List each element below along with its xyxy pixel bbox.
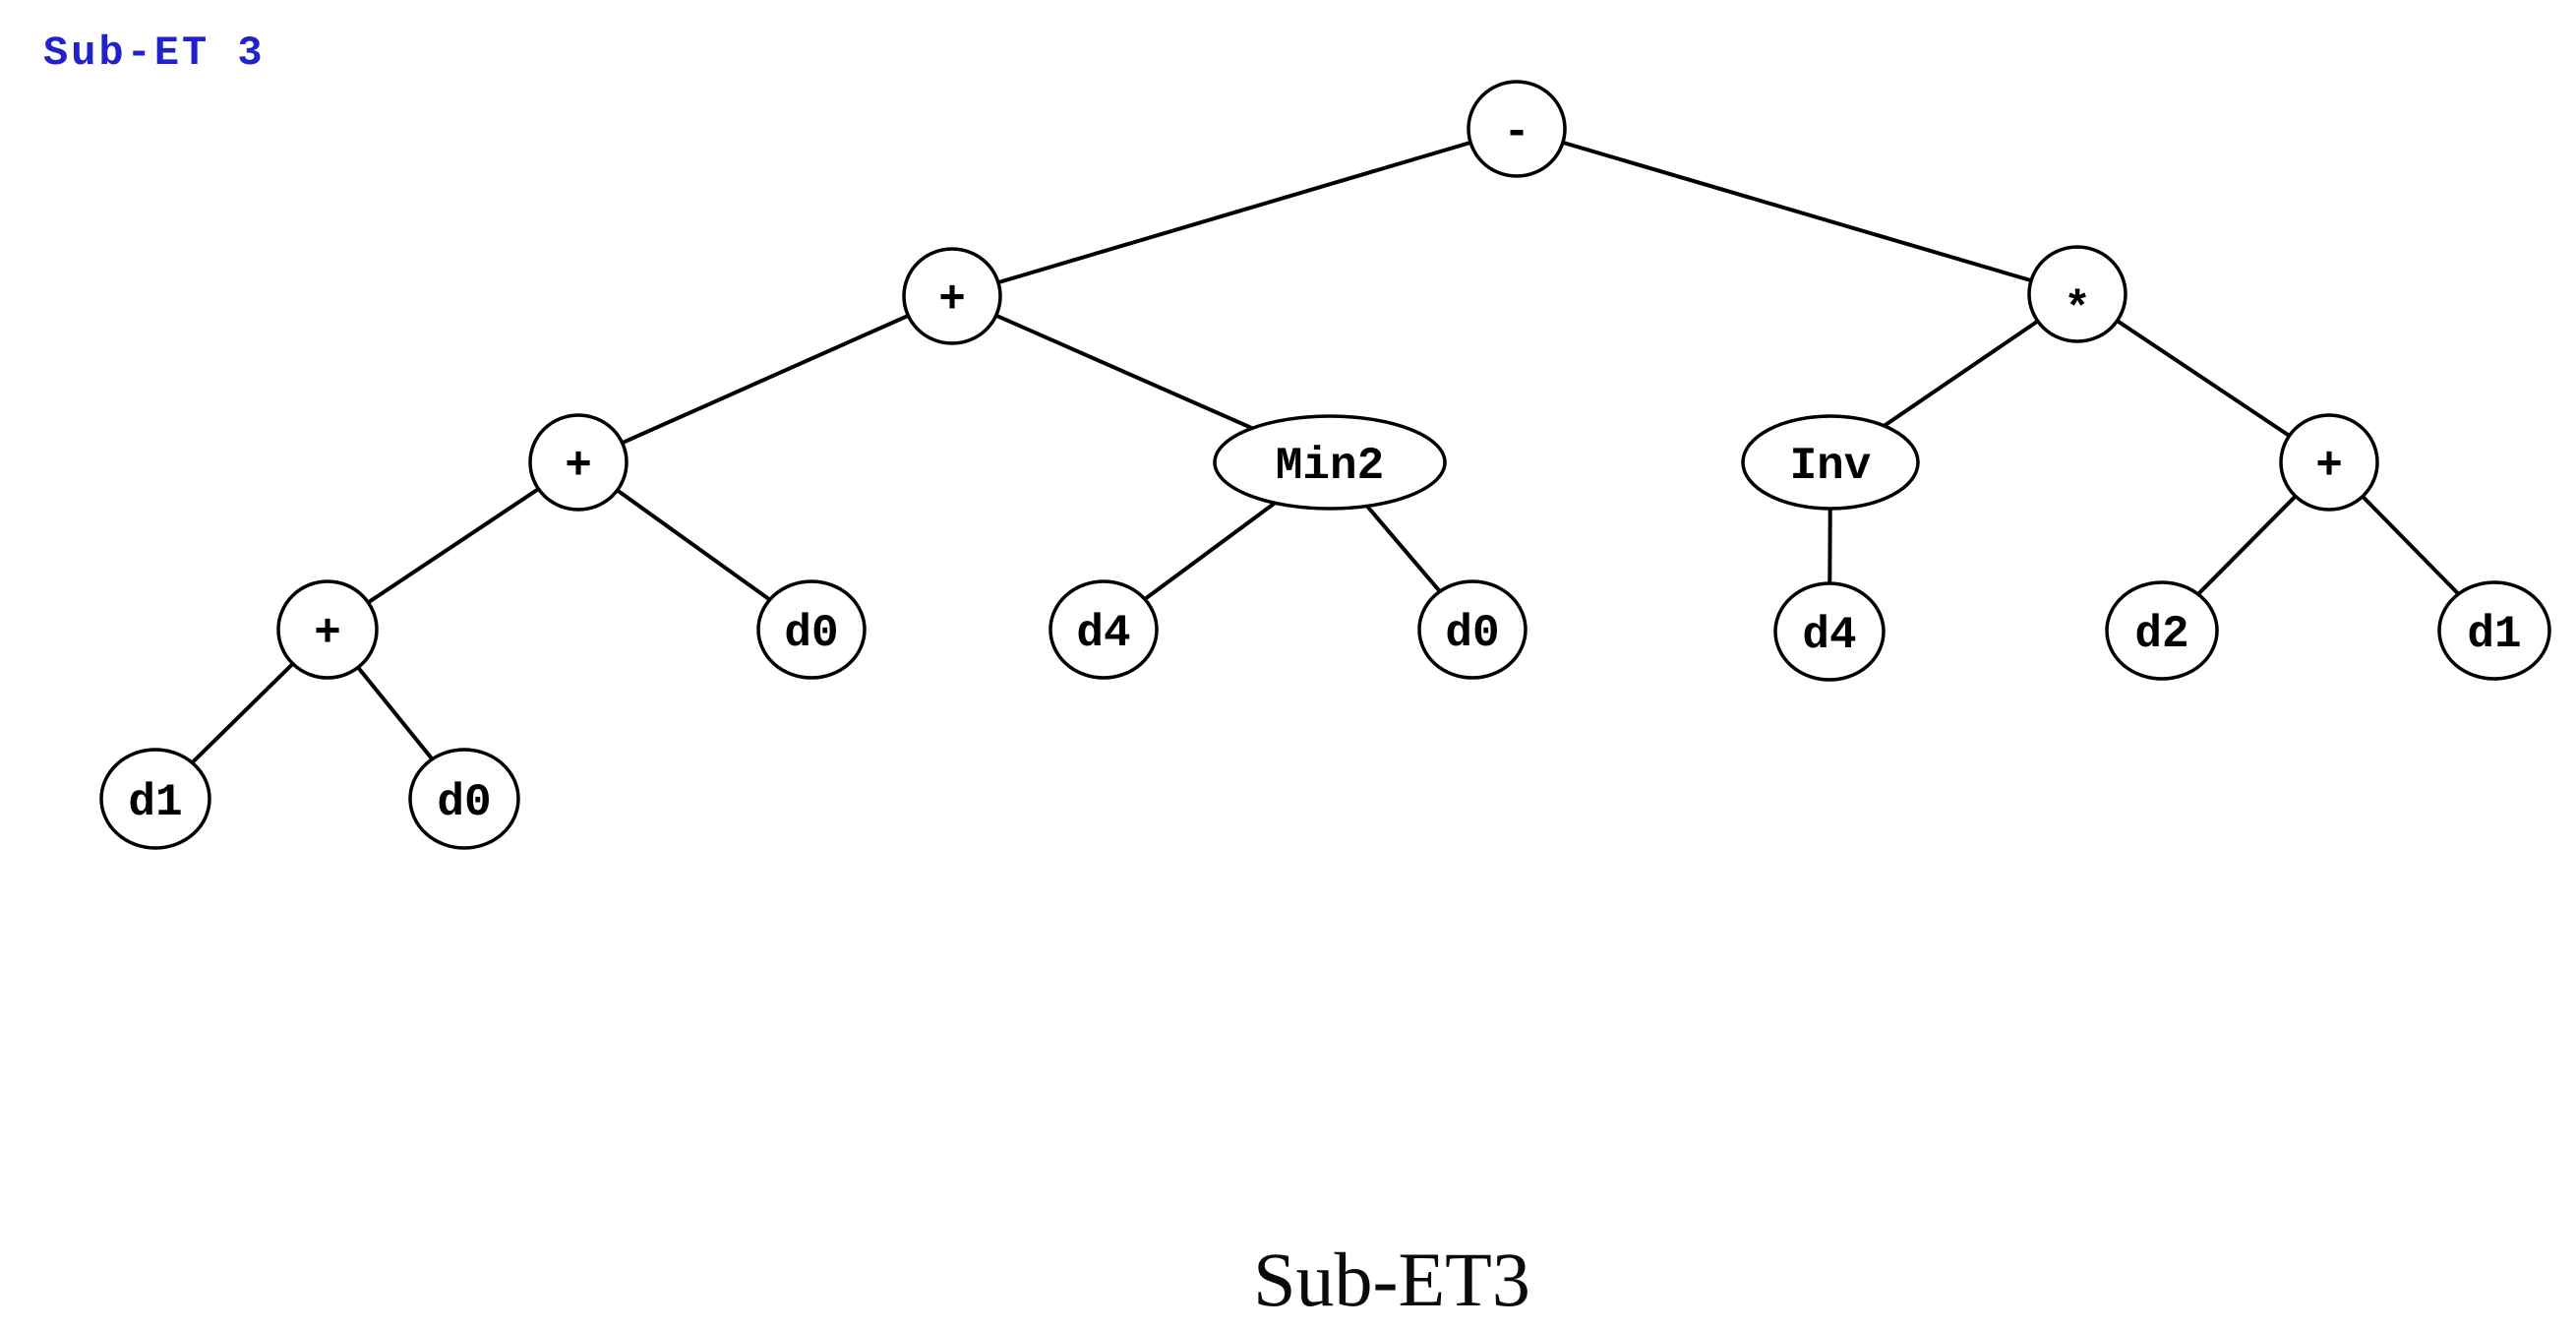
node-ellipse [99, 748, 211, 850]
node-label: d4 [1802, 610, 1856, 661]
node-label: d0 [1445, 608, 1499, 659]
tree-nodes: - + * + Min2 Inv [99, 80, 2551, 850]
node-add-4: + [276, 579, 379, 680]
node-add-1: + [902, 247, 1002, 345]
node-label: + [2315, 441, 2343, 492]
node-label: + [938, 274, 966, 326]
node-add-2: + [528, 413, 629, 512]
node-label: * [2064, 284, 2091, 335]
node-label: d1 [128, 777, 182, 828]
node-label: - [1503, 107, 1530, 158]
edge-mul-plus [2075, 292, 2331, 464]
node-ellipse [2027, 245, 2127, 343]
figure-caption: Sub-ET3 [1253, 1237, 1530, 1322]
node-subtract: - [1467, 80, 1567, 178]
node-d1-2: d1 [99, 748, 211, 850]
node-label: d0 [437, 777, 491, 828]
node-label: d4 [1076, 608, 1130, 659]
node-ellipse [902, 247, 1002, 345]
edge-plus-plus [577, 294, 953, 464]
node-label: d0 [784, 608, 838, 659]
node-d0-3: d0 [408, 748, 520, 850]
node-d2: d2 [2105, 580, 2219, 681]
node-multiply: * [2027, 245, 2127, 343]
node-ellipse [1773, 581, 1886, 682]
node-ellipse [1213, 414, 1447, 511]
node-label: + [314, 608, 341, 659]
node-inv: Inv [1741, 414, 1920, 511]
node-ellipse [408, 748, 520, 850]
node-add-3: + [2279, 413, 2379, 512]
node-label: + [565, 441, 592, 492]
node-ellipse [1417, 579, 1528, 680]
node-d1-1: d1 [2437, 580, 2551, 681]
node-label: d1 [2467, 609, 2521, 660]
node-ellipse [276, 579, 379, 680]
edge-root-plus [951, 127, 1518, 298]
node-ellipse [2105, 580, 2219, 681]
node-ellipse [528, 413, 629, 512]
node-label: Inv [1790, 441, 1872, 492]
node-label: d2 [2134, 609, 2188, 660]
subet-header-label: Sub-ET 3 [43, 30, 266, 77]
node-d4-2: d4 [1773, 581, 1886, 682]
edge-root-mul [1516, 127, 2078, 296]
node-d4-1: d4 [1048, 579, 1159, 680]
node-label: Min2 [1276, 441, 1384, 492]
node-ellipse [1467, 80, 1567, 178]
node-d0-2: d0 [1417, 579, 1528, 680]
node-ellipse [1741, 414, 1920, 511]
node-d0-1: d0 [756, 579, 867, 680]
node-ellipse [2279, 413, 2379, 512]
node-ellipse [2437, 580, 2551, 681]
node-ellipse [756, 579, 867, 680]
node-min2: Min2 [1213, 414, 1447, 511]
node-ellipse [1048, 579, 1159, 680]
